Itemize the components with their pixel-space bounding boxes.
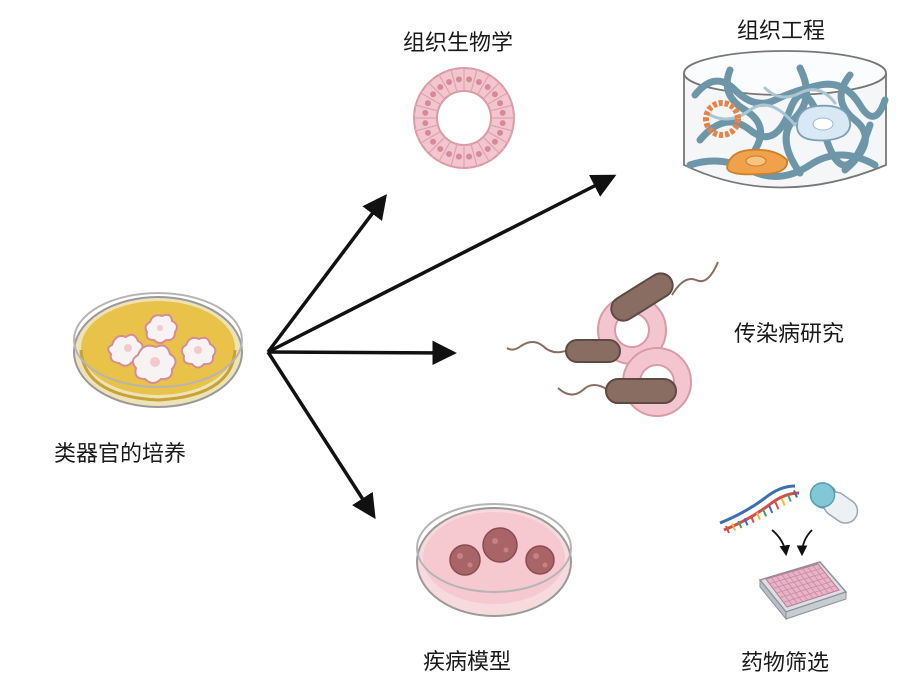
arrow-to-tissue-biology — [266, 194, 387, 354]
drug-screening-icon — [719, 482, 859, 621]
arrows — [266, 174, 617, 520]
organoid-culture-dish-icon — [73, 292, 243, 408]
arrow-to-disease-model — [266, 351, 376, 520]
tissue-scaffold-icon — [683, 50, 889, 189]
tissue-biology-label: 组织生物学 — [403, 31, 513, 56]
infectious-disease-label: 传染病研究 — [734, 322, 844, 347]
organoid-ring-icon — [413, 67, 515, 169]
drug-screening-label: 药物筛选 — [741, 651, 829, 676]
dna-strand-icon — [719, 484, 800, 534]
tissue-engineering-label: 组织工程 — [737, 19, 825, 44]
disease-model-dish-icon — [416, 503, 572, 617]
capsule-icon — [809, 482, 859, 524]
source-label: 类器官的培养 — [54, 442, 186, 467]
well-plate-icon — [758, 561, 848, 621]
disease-model-label: 疾病模型 — [423, 650, 511, 675]
arrow-to-tissue-engineering — [267, 174, 617, 354]
arrow-to-infectious-disease — [267, 340, 457, 366]
infected-organoids-icon — [506, 261, 719, 417]
